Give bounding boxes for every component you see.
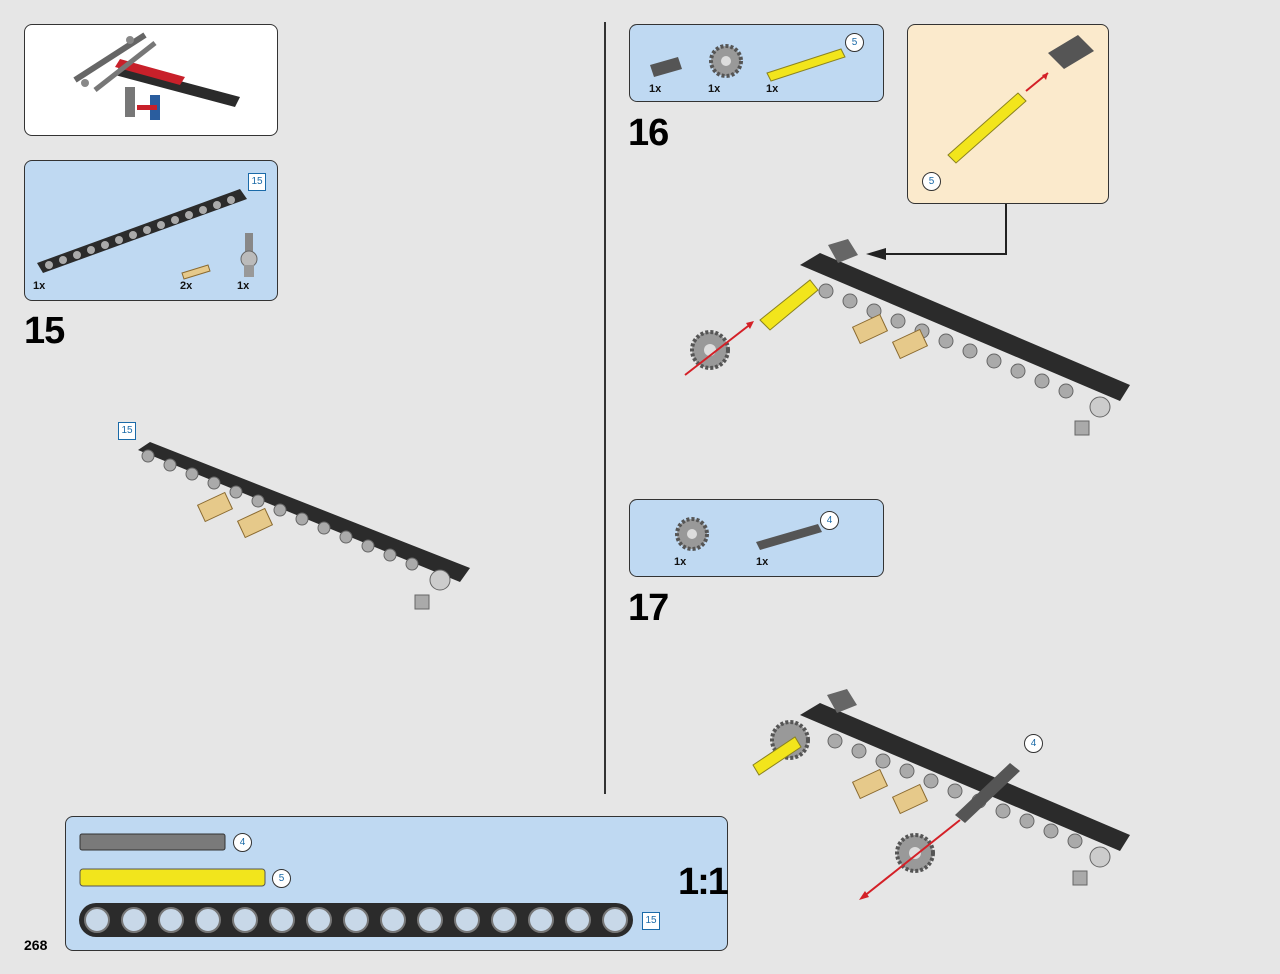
step-16-part-3-qty: 1x xyxy=(766,83,779,95)
bush-part-image xyxy=(650,57,682,77)
step-16-part-1-qty: 1x xyxy=(649,83,662,95)
scale-ruler-panel: 4 5 15 1:1 xyxy=(65,816,729,951)
ruler-axle-5-callout: 5 xyxy=(272,869,291,888)
step-17-parts-list: 1x 1x 4 xyxy=(629,499,884,577)
step-17-part-1-qty: 1x xyxy=(674,556,687,568)
ruler-beam-15 xyxy=(79,903,633,937)
ruler-beam-15-callout: 15 xyxy=(642,912,660,930)
scale-ratio: 1:1 xyxy=(678,861,729,903)
step-16-number: 16 xyxy=(628,112,669,154)
step-16-detail-image xyxy=(947,35,1094,164)
step-15-part-3-qty: 1x xyxy=(237,280,250,292)
step-15-model-callout: 15 xyxy=(118,422,136,440)
page-divider xyxy=(604,22,606,794)
step-17-model-image xyxy=(752,689,1130,900)
step-15-number: 15 xyxy=(24,310,65,352)
axle-5-part-image xyxy=(766,48,846,82)
ruler-axle-4-callout: 4 xyxy=(233,833,252,852)
ruler-axle-4 xyxy=(79,833,226,851)
submodel-preview-panel xyxy=(24,24,278,136)
detail-pointer-arrow xyxy=(866,204,1007,260)
step-16-part-length-callout: 5 xyxy=(845,33,864,52)
step-15-part-1-qty: 1x xyxy=(33,280,46,292)
beam-15-part-image xyxy=(37,189,247,273)
connector-part-image xyxy=(240,233,258,277)
step-16-part-2-qty: 1x xyxy=(708,83,721,95)
gear-part-image xyxy=(709,44,743,78)
gear-part-image-17 xyxy=(675,517,709,551)
pin-part-image xyxy=(181,264,211,280)
step-17-model-callout: 4 xyxy=(1024,734,1043,753)
step-15-part-2-qty: 2x xyxy=(180,280,193,292)
step-16-parts-list: 1x 1x 1x 5 xyxy=(629,24,884,102)
step-15-parts-list: 1x 2x 1x 15 xyxy=(24,160,278,301)
step-17-part-2-qty: 1x xyxy=(756,556,769,568)
step-16-model-image xyxy=(684,239,1130,436)
step-17-part-length-callout: 4 xyxy=(820,511,839,530)
step-16-detail-callout: 5 xyxy=(922,172,941,191)
step-16-detail-panel: 5 xyxy=(907,24,1109,204)
step-15-part-length-callout: 15 xyxy=(248,173,266,191)
ruler-axle-5 xyxy=(79,868,266,887)
submodel-preview-image xyxy=(73,32,240,120)
step-15-model-image xyxy=(138,442,470,610)
page-number: 268 xyxy=(24,937,48,953)
axle-4-part-image xyxy=(756,524,822,550)
step-17-number: 17 xyxy=(628,587,669,629)
